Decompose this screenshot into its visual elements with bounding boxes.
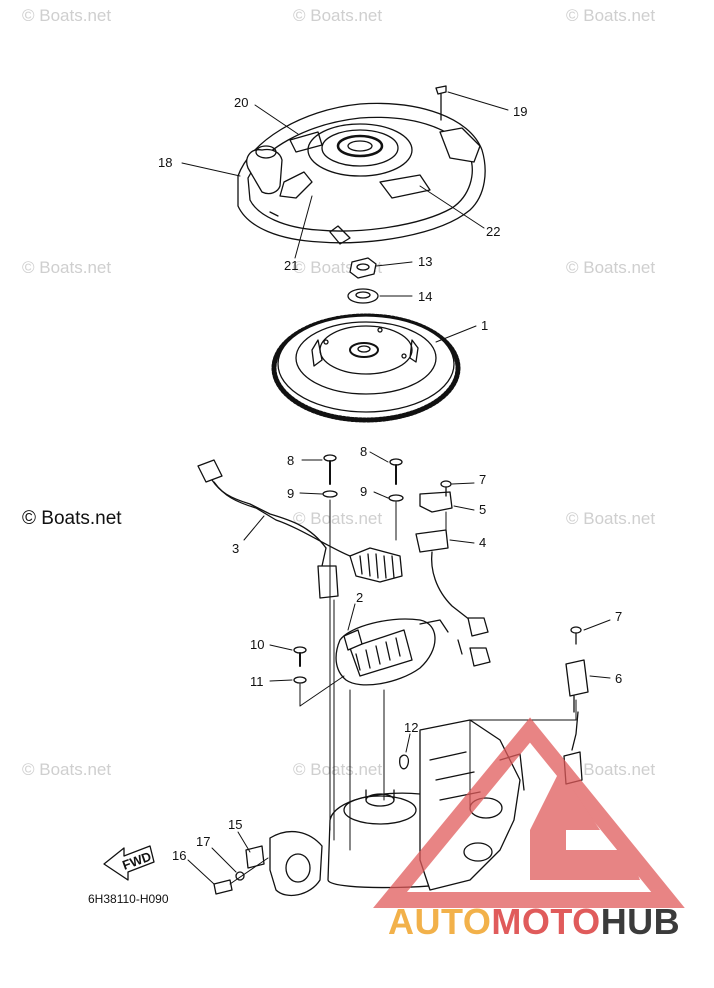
- callout-18: 18: [158, 155, 172, 170]
- mounting-bracket: [213, 830, 323, 897]
- callout-labels: 1 2 3 4 5 6 7 7 8 8 9 9 10 11 12 13 14 1…: [158, 95, 622, 863]
- washer-14: [347, 288, 379, 304]
- callout-20: 20: [234, 95, 248, 110]
- callout-8-left: 8: [287, 453, 294, 468]
- callout-8-right: 8: [360, 444, 367, 459]
- callout-9-left: 9: [287, 486, 294, 501]
- callout-2: 2: [356, 590, 363, 605]
- washer-9-right: [388, 494, 404, 502]
- callout-7-lower: 7: [615, 609, 622, 624]
- callout-3: 3: [232, 541, 239, 556]
- callout-11: 11: [250, 674, 264, 689]
- logo-part-moto: MOTO: [491, 901, 601, 942]
- callout-13: 13: [418, 254, 432, 269]
- watermark-row3-right: © Boats.net: [566, 509, 656, 528]
- watermark-row3-center: © Boats.net: [293, 509, 383, 528]
- callout-5: 5: [479, 502, 486, 517]
- stator-2: [335, 618, 449, 686]
- nut-13: [349, 257, 377, 279]
- bolt-8-left: [323, 454, 337, 485]
- callout-15: 15: [228, 817, 242, 832]
- callout-6: 6: [615, 671, 622, 686]
- bracket-5: [419, 491, 453, 513]
- logo-part-auto: AUTO: [388, 901, 492, 942]
- screw-7-lower: [570, 626, 582, 645]
- callout-9-right: 9: [360, 484, 367, 499]
- callout-21: 21: [284, 258, 298, 273]
- main-watermark: © Boats.net: [22, 508, 122, 529]
- callout-22: 22: [486, 224, 500, 239]
- watermark-row2-left: © Boats.net: [22, 258, 112, 277]
- watermark-row4-right: © Boats.net: [566, 760, 656, 779]
- screw-7-upper: [440, 480, 452, 497]
- automotohub-logo-icon: [373, 717, 685, 908]
- flywheel-cover: [237, 102, 486, 245]
- bolt-8-right: [389, 458, 403, 485]
- bolt-19: [435, 85, 447, 121]
- callout-4: 4: [479, 535, 486, 550]
- callout-1: 1: [481, 318, 488, 333]
- flywheel: [271, 313, 461, 423]
- watermark-top-right: © Boats.net: [566, 6, 656, 25]
- alignment-lines: [229, 499, 577, 885]
- callout-16: 16: [172, 848, 186, 863]
- watermark-top-left: © Boats.net: [22, 6, 112, 25]
- automotohub-logo-text: AUTOMOTOHUB: [388, 901, 680, 943]
- watermark-row4-left: © Boats.net: [22, 760, 112, 779]
- callout-17: 17: [196, 834, 210, 849]
- diagram-code: 6H38110-H090: [88, 892, 169, 906]
- callout-19: 19: [513, 104, 527, 119]
- rectifier-harness: [197, 459, 403, 599]
- callout-10: 10: [250, 637, 264, 652]
- washer-11: [293, 676, 307, 684]
- clip-12: [399, 754, 410, 770]
- logo-part-hub: HUB: [600, 901, 681, 942]
- watermark-row2-right: © Boats.net: [566, 258, 656, 277]
- pulser-coil-4: [415, 529, 491, 667]
- leader-lines: [181, 91, 611, 885]
- callout-12: 12: [404, 720, 418, 735]
- washer-9-left: [322, 490, 338, 498]
- watermark-top-center: © Boats.net: [293, 6, 383, 25]
- callout-7-upper: 7: [479, 472, 486, 487]
- forward-arrow-icon: [103, 845, 155, 881]
- screw-10: [293, 646, 307, 667]
- watermark-row4-center: © Boats.net: [293, 760, 383, 779]
- callout-14: 14: [418, 289, 432, 304]
